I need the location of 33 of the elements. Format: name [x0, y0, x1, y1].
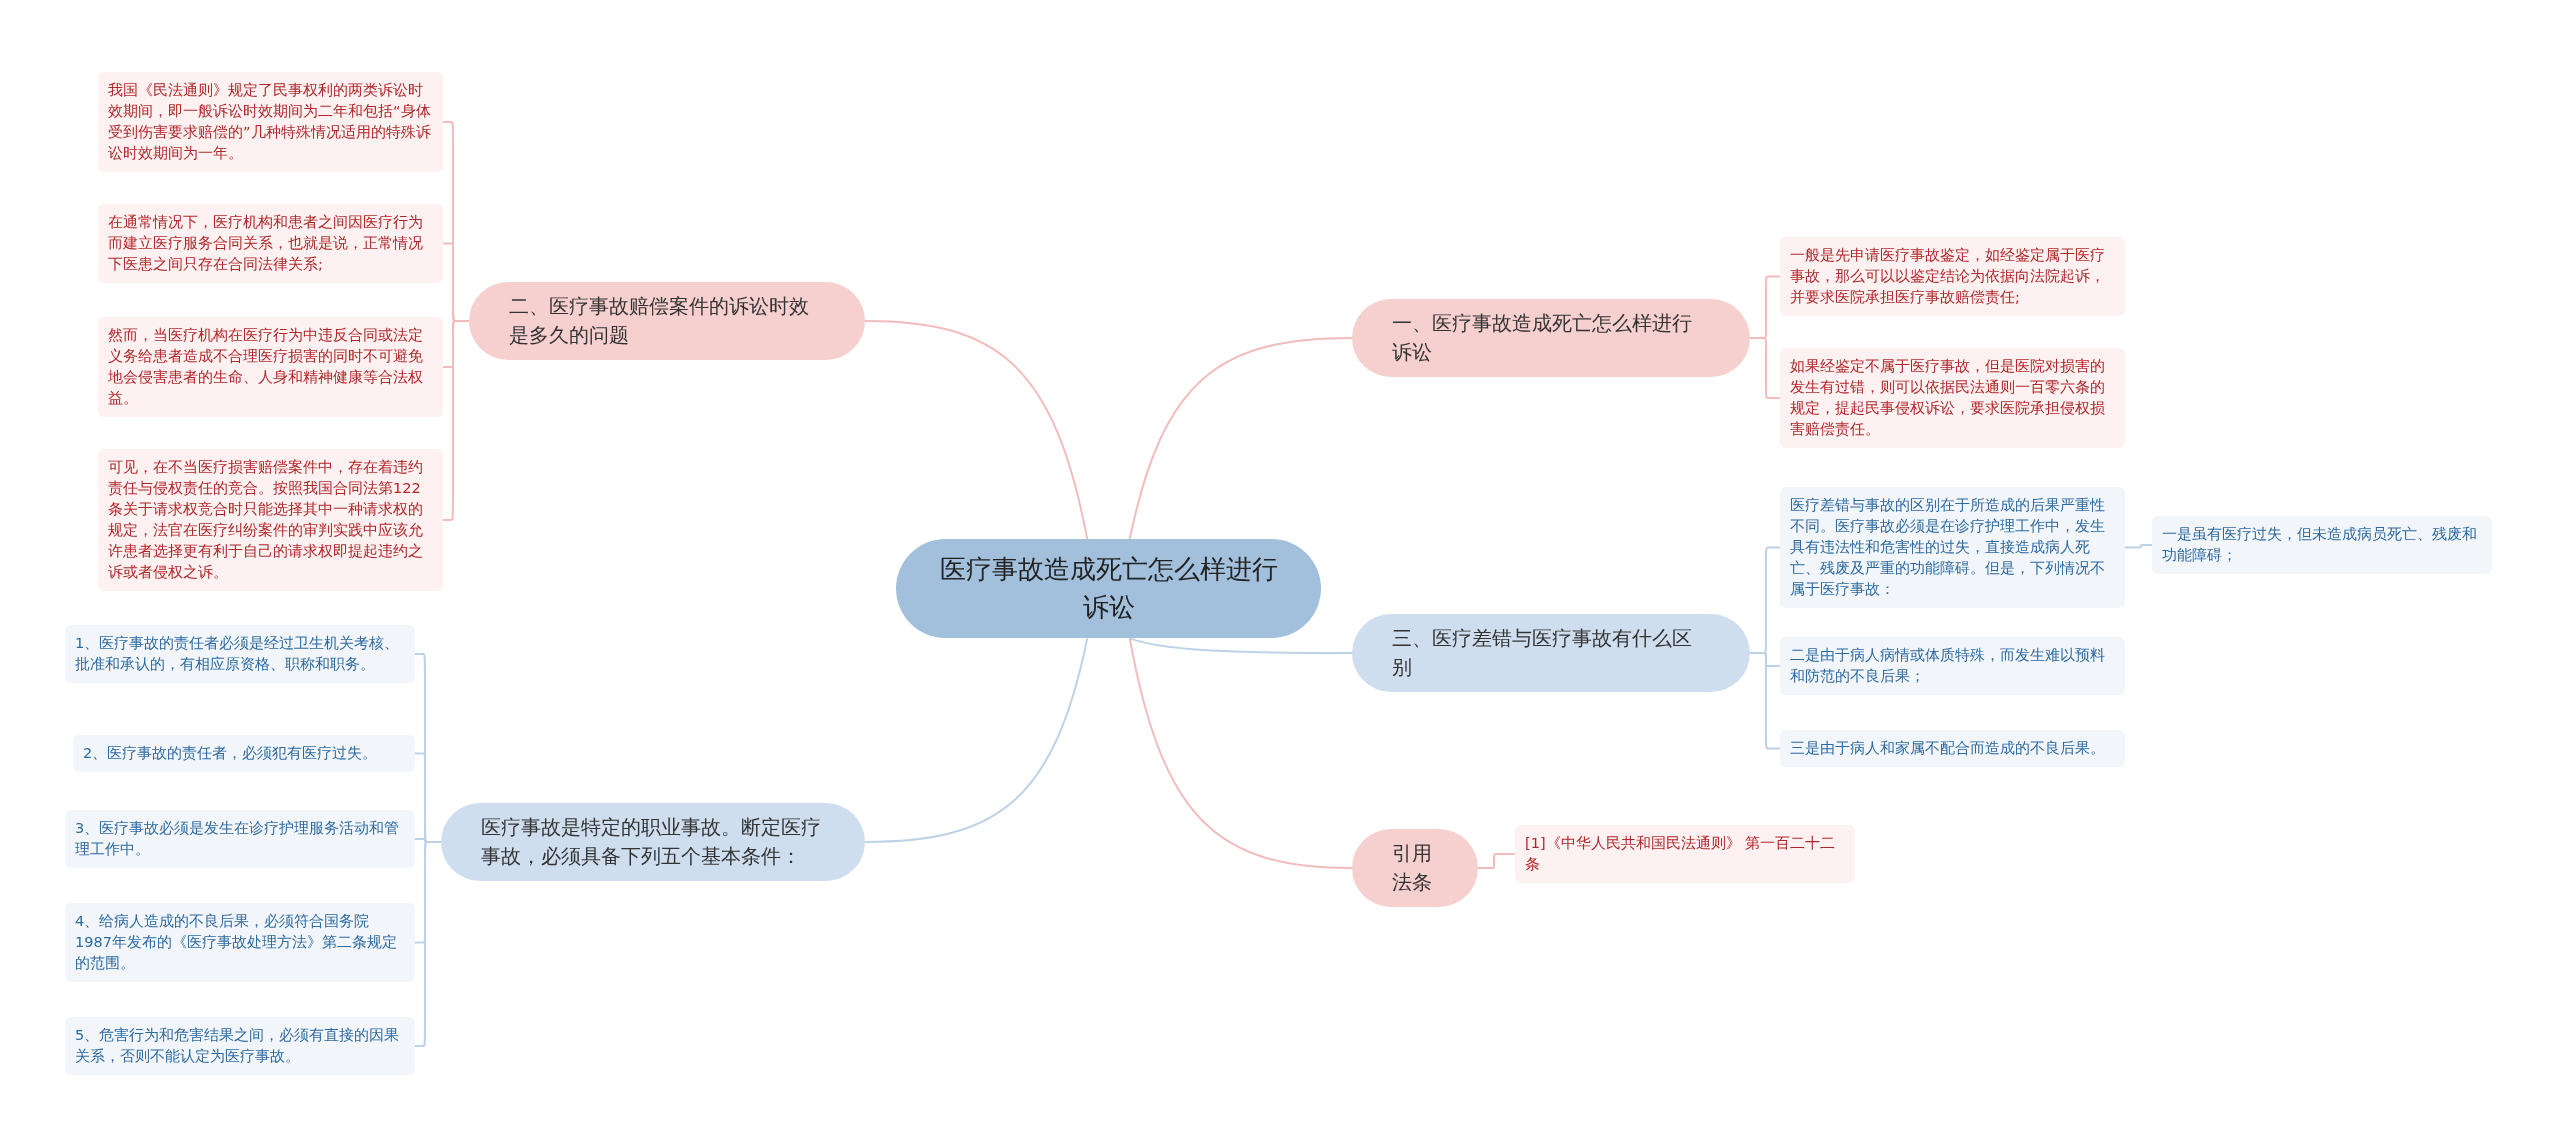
text-card: 1、医疗事故的责任者必须是经过卫生机关考核、批准和承认的，有相应原资格、职称和职务。 [65, 625, 415, 684]
text-card: 4、给病人造成的不良后果，必须符合国务院1987年发布的《医疗事故处理方法》第二条规定的范围。 [65, 903, 415, 983]
connector-line [864, 637, 1089, 843]
connector-line [864, 320, 1089, 540]
connector-line [1128, 637, 1353, 869]
text-card: 我国《民法通则》规定了民事权利的两类诉讼时效期间，即一般诉讼时效期间为二年和包括“身体受到伤害要求赔偿的”几种特殊情况适用的特殊诉讼时效期间为一年。 [98, 72, 443, 173]
connector-line [1128, 337, 1353, 540]
connector-line [442, 320, 470, 522]
text-card: 3、医疗事故必须是发生在诊疗护理服务活动和管理工作中。 [65, 810, 415, 869]
connector-line [1128, 637, 1353, 654]
connector-line [1749, 337, 1781, 400]
branch-topic: 医疗事故是特定的职业事故。断定医疗事故，必须具备下列五个基本条件： [441, 803, 865, 881]
text-card: [1]《中华人民共和国民法通则》 第一百二十二条 [1515, 825, 1855, 884]
text-card: 在通常情况下，医疗机构和患者之间因医疗行为而建立医疗服务合同关系，也就是说，正常情况下医患之间只存在合同法律关系; [98, 204, 443, 284]
text-card: 一般是先申请医疗事故鉴定，如经鉴定属于医疗事故，那么可以以鉴定结论为依据向法院起诉，并要求医院承担医疗事故赔偿责任; [1780, 237, 2125, 317]
branch-topic: 引用法条 [1352, 829, 1478, 907]
branch-topic: 二、医疗事故赔偿案件的诉讼时效是多久的问题 [469, 282, 865, 360]
connector-line [2124, 544, 2153, 549]
text-card: 二是由于病人病情或体质特殊，而发生难以预料和防范的不良后果； [1780, 637, 2125, 696]
text-card: 三是由于病人和家属不配合而造成的不良后果。 [1780, 730, 2125, 767]
branch-topic: 三、医疗差错与医疗事故有什么区别 [1352, 614, 1750, 692]
text-card: 2、医疗事故的责任者，必须犯有医疗过失。 [73, 735, 415, 772]
connector-line [414, 841, 442, 1047]
connector-line [1749, 652, 1781, 750]
text-card: 一是虽有医疗过失，但未造成病员死亡、残废和功能障碍； [2152, 516, 2492, 575]
root-topic: 医疗事故造成死亡怎么样进行诉讼 [896, 539, 1321, 639]
connector-line [1477, 853, 1516, 869]
text-card: 医疗差错与事故的区别在于所造成的后果严重性不同。医疗事故必须是在诊疗护理工作中，发生具有违法性和危害性的过失，直接造成病人死亡、残废及严重的功能障碍。但是，下列情况不属于医疗事故： [1780, 487, 2125, 609]
text-card: 如果经鉴定不属于医疗事故，但是医院对损害的发生有过错，则可以依据民法通则一百零六条的规定，提起民事侵权诉讼，要求医院承担侵权损害赔偿责任。 [1780, 348, 2125, 449]
text-card: 可见，在不当医疗损害赔偿案件中，存在着违约责任与侵权责任的竞合。按照我国合同法第122条关于请求权竞合时只能选择其中一种请求权的规定，法官在医疗纠纷案件的审判实践中应该允许患者选择更有利于自己的请求权即提起违约之诉或者侵权之诉。 [98, 449, 443, 592]
branch-topic: 一、医疗事故造成死亡怎么样进行诉讼 [1352, 299, 1750, 377]
text-card: 5、危害行为和危害结果之间，必须有直接的因果关系，否则不能认定为医疗事故。 [65, 1017, 415, 1076]
text-card: 然而，当医疗机构在医疗行为中违反合同或法定义务给患者造成不合理医疗损害的同时不可避免地会侵害患者的生命、人身和精神健康等合法权益。 [98, 317, 443, 418]
